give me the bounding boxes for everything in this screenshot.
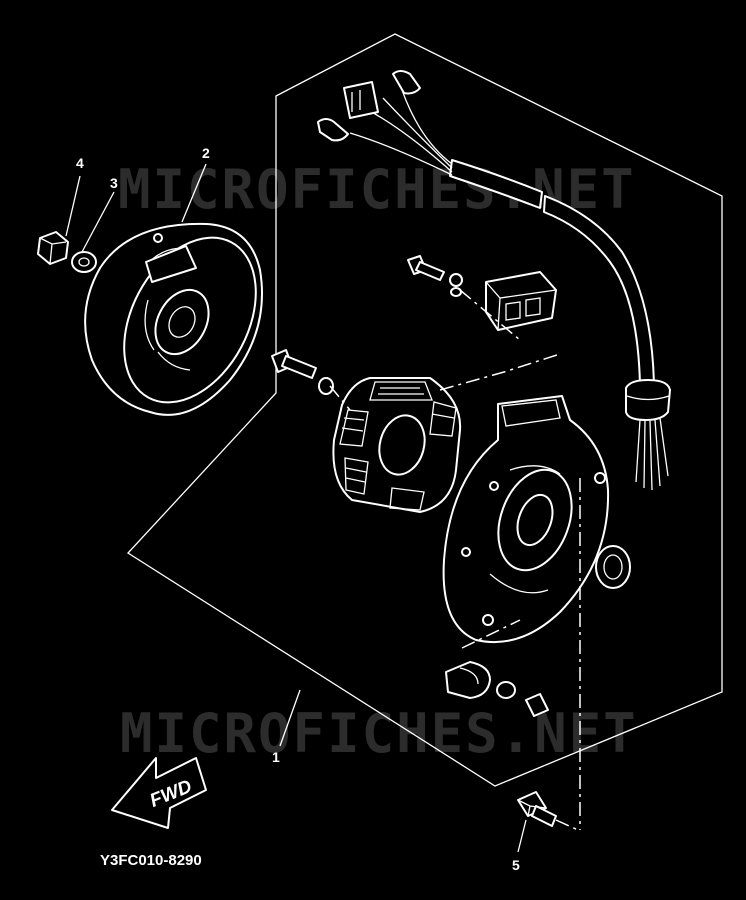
assembly-outline bbox=[126, 33, 723, 787]
rotor-flywheel bbox=[84, 222, 263, 416]
bolt-part bbox=[517, 791, 557, 827]
callout-2: 2 bbox=[202, 145, 210, 161]
forward-arrow-icon: FWD bbox=[111, 757, 207, 829]
lead-clamp bbox=[445, 661, 549, 717]
watermark-bottom: MICROFICHES.NET bbox=[120, 702, 638, 765]
wire-harness bbox=[317, 70, 671, 491]
nut-part bbox=[37, 231, 69, 265]
leader-1 bbox=[279, 689, 301, 747]
callout-1: 1 bbox=[272, 749, 280, 765]
screw-upper bbox=[407, 255, 463, 297]
seal-ring bbox=[595, 545, 631, 589]
leader-5 bbox=[517, 819, 527, 853]
callout-3: 3 bbox=[110, 175, 118, 191]
drawing-code: Y3FC010-8290 bbox=[100, 852, 202, 869]
callout-5: 5 bbox=[512, 857, 520, 873]
leader-4 bbox=[65, 175, 81, 237]
leader-3 bbox=[81, 191, 115, 253]
callout-4: 4 bbox=[76, 155, 84, 171]
screw-middle bbox=[271, 349, 334, 395]
stator-coil bbox=[332, 377, 462, 513]
leader-2 bbox=[181, 163, 207, 223]
washer-part bbox=[71, 251, 97, 273]
stator-base-plate bbox=[442, 395, 610, 644]
